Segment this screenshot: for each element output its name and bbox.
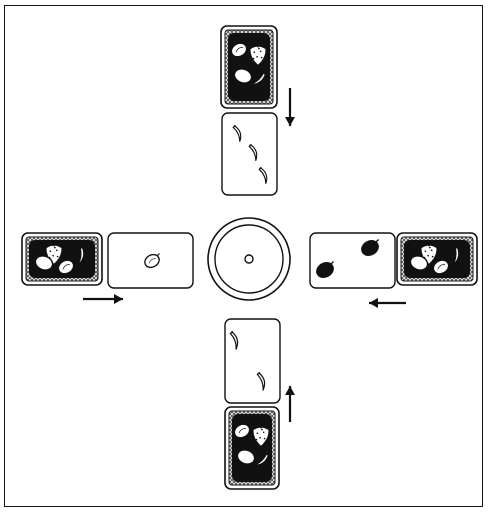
lime-icon [57, 258, 75, 275]
banana-icon [256, 371, 266, 391]
banana-icon [229, 330, 239, 350]
lemon-icon [34, 255, 54, 271]
left-turn-arrow [83, 294, 123, 304]
banana-icon [451, 246, 460, 267]
lime-icon [230, 41, 248, 58]
left-draw-pile[interactable] [21, 232, 103, 286]
right-faceup-card[interactable] [309, 232, 396, 289]
lemon-icon [233, 68, 253, 84]
bell-knob-icon[interactable] [244, 254, 254, 264]
lemon-icon [236, 449, 256, 465]
banana-icon [76, 246, 85, 267]
strawberry-icon [252, 424, 270, 448]
plum-icon [316, 261, 334, 279]
plum-icon [361, 239, 379, 257]
top-faceup-card[interactable] [221, 112, 278, 196]
banana-icon [232, 124, 242, 143]
banana-icon [252, 453, 270, 467]
lime-icon [144, 253, 160, 269]
top-turn-arrow [285, 88, 295, 126]
table-frame [4, 5, 483, 507]
bottom-draw-pile[interactable] [224, 406, 280, 490]
right-draw-pile[interactable] [396, 232, 478, 286]
lime-icon [432, 258, 450, 275]
lemon-icon [409, 255, 429, 271]
strawberry-icon [249, 43, 267, 67]
lime-icon [233, 422, 251, 439]
top-draw-pile[interactable] [220, 25, 278, 109]
left-faceup-card[interactable] [107, 232, 194, 289]
right-turn-arrow [369, 298, 406, 308]
bottom-turn-arrow [285, 386, 295, 422]
banana-icon [258, 166, 268, 185]
banana-icon [249, 72, 267, 86]
bottom-faceup-card[interactable] [224, 318, 281, 404]
banana-icon [248, 143, 258, 162]
center-bell-button[interactable] [207, 217, 291, 301]
